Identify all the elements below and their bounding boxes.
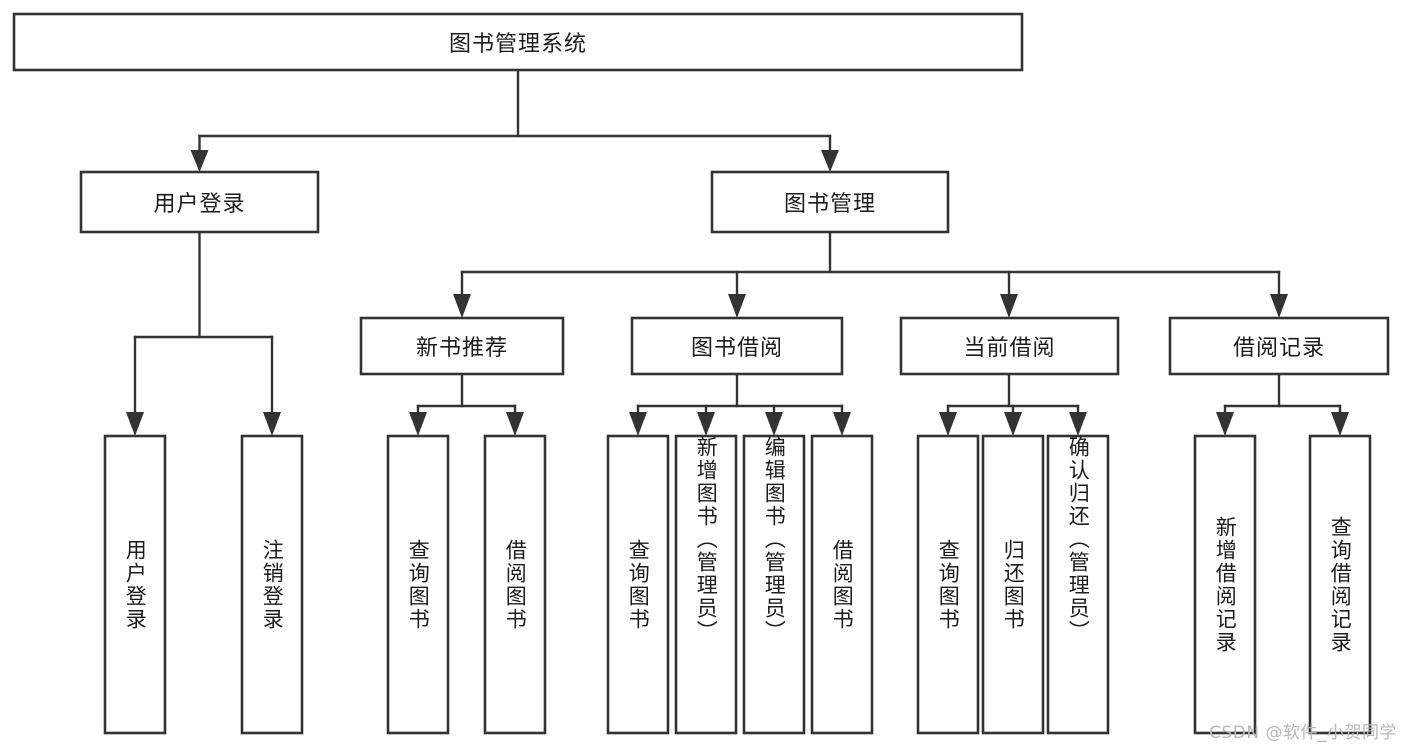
- edges-root-to-level1: [190, 68, 839, 172]
- watermark-text: CSDN @软件_小贺同学: [1209, 723, 1397, 743]
- arrow-head-borrow-record: [1270, 294, 1288, 318]
- node-box-leaf-query-book-1[interactable]: [386, 434, 450, 735]
- arrow-head-leaf-confirm-return: [1069, 412, 1087, 436]
- node-box-root[interactable]: [12, 12, 1024, 72]
- node-box-book-borrow[interactable]: [630, 316, 844, 376]
- edges-current-borrow-to-leaves: [939, 372, 1087, 436]
- edges-book-manage-to-level2: [453, 230, 1288, 318]
- arrow-head-book-manage: [821, 150, 839, 172]
- node-box-leaf-query-book-3[interactable]: [916, 434, 980, 735]
- arrow-head-leaf-borrow-book-1: [506, 412, 524, 436]
- node-box-borrow-record[interactable]: [1168, 316, 1390, 376]
- node-box-leaf-add-record[interactable]: [1193, 434, 1257, 735]
- node-box-leaf-return-book[interactable]: [981, 434, 1045, 735]
- arrow-head-leaf-edit-book: [765, 412, 783, 436]
- arrow-head-leaf-user-login: [126, 412, 144, 436]
- edges-user-login-to-leaves: [126, 230, 281, 436]
- arrow-head-user-login: [190, 150, 209, 172]
- arrow-head-leaf-return-book: [1004, 412, 1022, 436]
- node-box-leaf-edit-book[interactable]: [742, 434, 806, 735]
- node-box-leaf-query-record[interactable]: [1308, 434, 1372, 735]
- node-box-current-borrow[interactable]: [899, 316, 1120, 376]
- arrow-head-leaf-add-book: [697, 412, 715, 436]
- arrow-head-leaf-logout: [263, 412, 281, 436]
- node-box-new-book-recommend[interactable]: [359, 316, 565, 376]
- node-box-leaf-borrow-book-1[interactable]: [483, 434, 547, 735]
- arrow-head-leaf-borrow-book-2: [833, 412, 851, 436]
- arrow-head-new-book-recommend: [453, 294, 471, 318]
- edges-borrow-record-to-leaves: [1216, 372, 1349, 436]
- node-box-leaf-user-login[interactable]: [103, 434, 167, 735]
- arrow-head-current-borrow: [1000, 294, 1018, 318]
- node-box-leaf-query-book-2[interactable]: [606, 434, 670, 735]
- arrow-head-leaf-query-book-2: [629, 412, 647, 436]
- arrow-head-leaf-add-record: [1216, 412, 1234, 436]
- node-box-leaf-logout[interactable]: [240, 434, 304, 735]
- edges-new-book-recommend-to-leaves: [409, 372, 524, 436]
- node-box-leaf-borrow-book-2[interactable]: [810, 434, 874, 735]
- arrow-head-leaf-query-book-1: [409, 412, 427, 436]
- node-box-leaf-add-book[interactable]: [674, 434, 738, 735]
- edges-book-borrow-to-leaves: [629, 372, 851, 436]
- arrow-head-book-borrow: [728, 294, 746, 318]
- node-box-leaf-confirm-return[interactable]: [1046, 434, 1110, 735]
- node-box-book-manage[interactable]: [710, 170, 950, 234]
- arrow-head-leaf-query-book-3: [939, 412, 957, 436]
- node-box-user-login[interactable]: [79, 170, 320, 234]
- arrow-head-leaf-query-record: [1331, 412, 1349, 436]
